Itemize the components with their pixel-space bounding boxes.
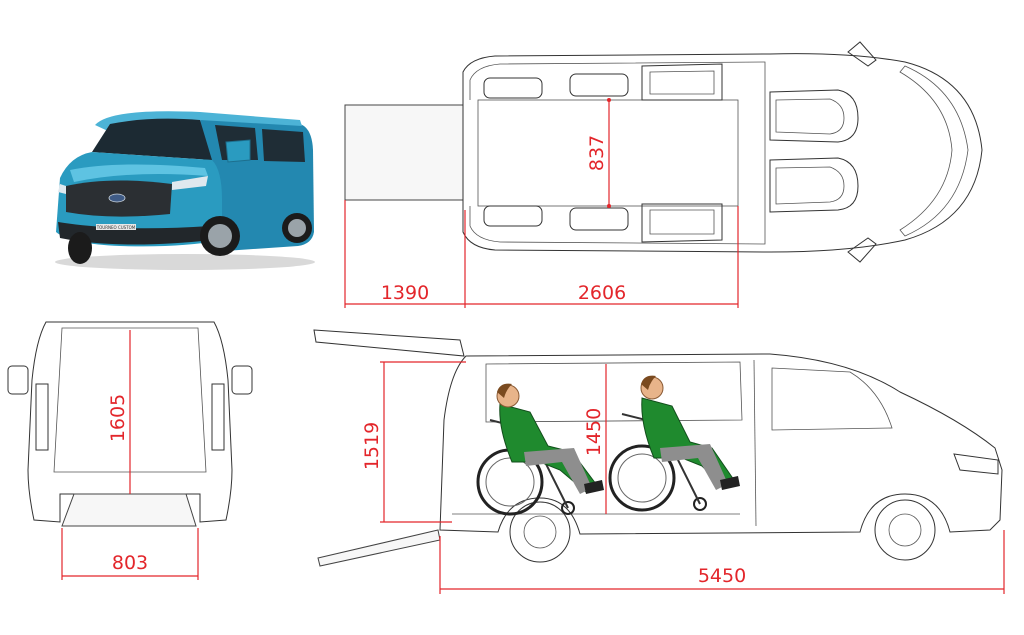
person-hair bbox=[641, 375, 656, 390]
wheelchair-wheel-rim bbox=[617, 453, 667, 503]
plan-side-seat-top bbox=[641, 63, 723, 101]
van-headlight-left bbox=[58, 184, 66, 194]
dim-endpoint bbox=[607, 204, 611, 208]
van-wheel-front-left bbox=[68, 232, 92, 264]
van-rim-rear-right bbox=[288, 219, 306, 237]
side-wheel-front bbox=[874, 499, 936, 561]
dim-label-1519: 1519 bbox=[361, 422, 383, 470]
side-window-rear bbox=[485, 361, 743, 423]
rear-mirror-left bbox=[7, 365, 29, 395]
side-headlight bbox=[953, 453, 999, 475]
plan-tiedown-1 bbox=[483, 77, 543, 99]
plan-cargo-floor bbox=[477, 99, 739, 207]
van-number-plate bbox=[96, 224, 136, 230]
dim-label-1390: 1390 bbox=[381, 282, 429, 304]
wheelchair-user-1 bbox=[476, 383, 604, 516]
rear-mirror-right bbox=[231, 365, 253, 395]
van-windscreen bbox=[92, 118, 212, 160]
person-shoe bbox=[584, 480, 604, 494]
van-rim-front-right bbox=[208, 224, 232, 248]
plan-mirror-bottom bbox=[847, 237, 877, 263]
side-rim-rear bbox=[523, 515, 557, 549]
plan-windscreen bbox=[899, 65, 969, 237]
van-badge-text: TOURNEO CUSTOM bbox=[96, 225, 136, 230]
rear-door-opening bbox=[53, 327, 207, 473]
dim-endpoint bbox=[607, 98, 611, 102]
wheelchair-caster bbox=[693, 497, 707, 511]
side-van-body bbox=[439, 353, 1003, 535]
plan-front-seat-top bbox=[769, 89, 859, 143]
wheelchair-user-2 bbox=[608, 375, 740, 512]
rear-view: 1605 803 bbox=[7, 321, 253, 580]
van-side-window-rear bbox=[262, 129, 305, 162]
top-plan-view: 837 1390 2606 bbox=[344, 41, 983, 308]
van-shadow bbox=[55, 254, 315, 270]
person-legs bbox=[524, 448, 592, 494]
plan-front-seat-bottom-cushion bbox=[775, 166, 845, 205]
dim-label-837: 837 bbox=[586, 135, 608, 171]
plan-side-seat-bottom bbox=[641, 203, 723, 243]
rear-light-left bbox=[35, 383, 49, 451]
van-mirror bbox=[225, 139, 251, 163]
plan-side-seat-top-cushion bbox=[649, 70, 715, 95]
van-logo-icon bbox=[108, 193, 126, 203]
dim-label-2606: 2606 bbox=[578, 282, 626, 304]
side-wheel-rear bbox=[509, 501, 571, 563]
plan-tiedown-2 bbox=[569, 73, 629, 97]
rear-ramp bbox=[61, 493, 197, 527]
person-legs bbox=[660, 444, 728, 490]
person-shoe bbox=[720, 476, 740, 490]
wheelchair-wheel bbox=[608, 444, 676, 512]
rear-van-outline bbox=[27, 321, 233, 523]
side-view: 1519 1450 5450 bbox=[313, 329, 1005, 594]
side-door-line bbox=[753, 359, 757, 527]
plan-tiedown-3 bbox=[483, 205, 543, 227]
plan-van-outline bbox=[462, 53, 983, 253]
van-headlight-right bbox=[172, 176, 208, 190]
plan-tiedown-4 bbox=[569, 207, 629, 231]
side-window-front bbox=[771, 367, 893, 431]
wheelchair-caster bbox=[561, 501, 575, 515]
dim-label-1450: 1450 bbox=[583, 408, 605, 456]
plan-mirror-top bbox=[847, 41, 877, 67]
van-photo: TOURNEO CUSTOM bbox=[55, 111, 315, 270]
van-roof bbox=[95, 111, 302, 132]
person-hair bbox=[497, 383, 512, 398]
plan-front-seat-bottom bbox=[769, 157, 859, 213]
side-open-tailgate bbox=[313, 329, 465, 357]
plan-front-seat-top-cushion bbox=[775, 98, 845, 135]
dim-label-5450: 5450 bbox=[698, 565, 746, 587]
van-bonnet-highlight bbox=[70, 164, 208, 182]
plan-van-inner-wall bbox=[469, 61, 766, 245]
dim-label-803: 803 bbox=[112, 552, 148, 574]
side-ramp bbox=[317, 529, 441, 567]
side-rim-front bbox=[888, 513, 922, 547]
rear-light-right bbox=[211, 383, 225, 451]
plan-side-seat-bottom-cushion bbox=[649, 209, 715, 235]
plan-ramp bbox=[344, 104, 464, 201]
dim-label-1605: 1605 bbox=[107, 394, 129, 442]
